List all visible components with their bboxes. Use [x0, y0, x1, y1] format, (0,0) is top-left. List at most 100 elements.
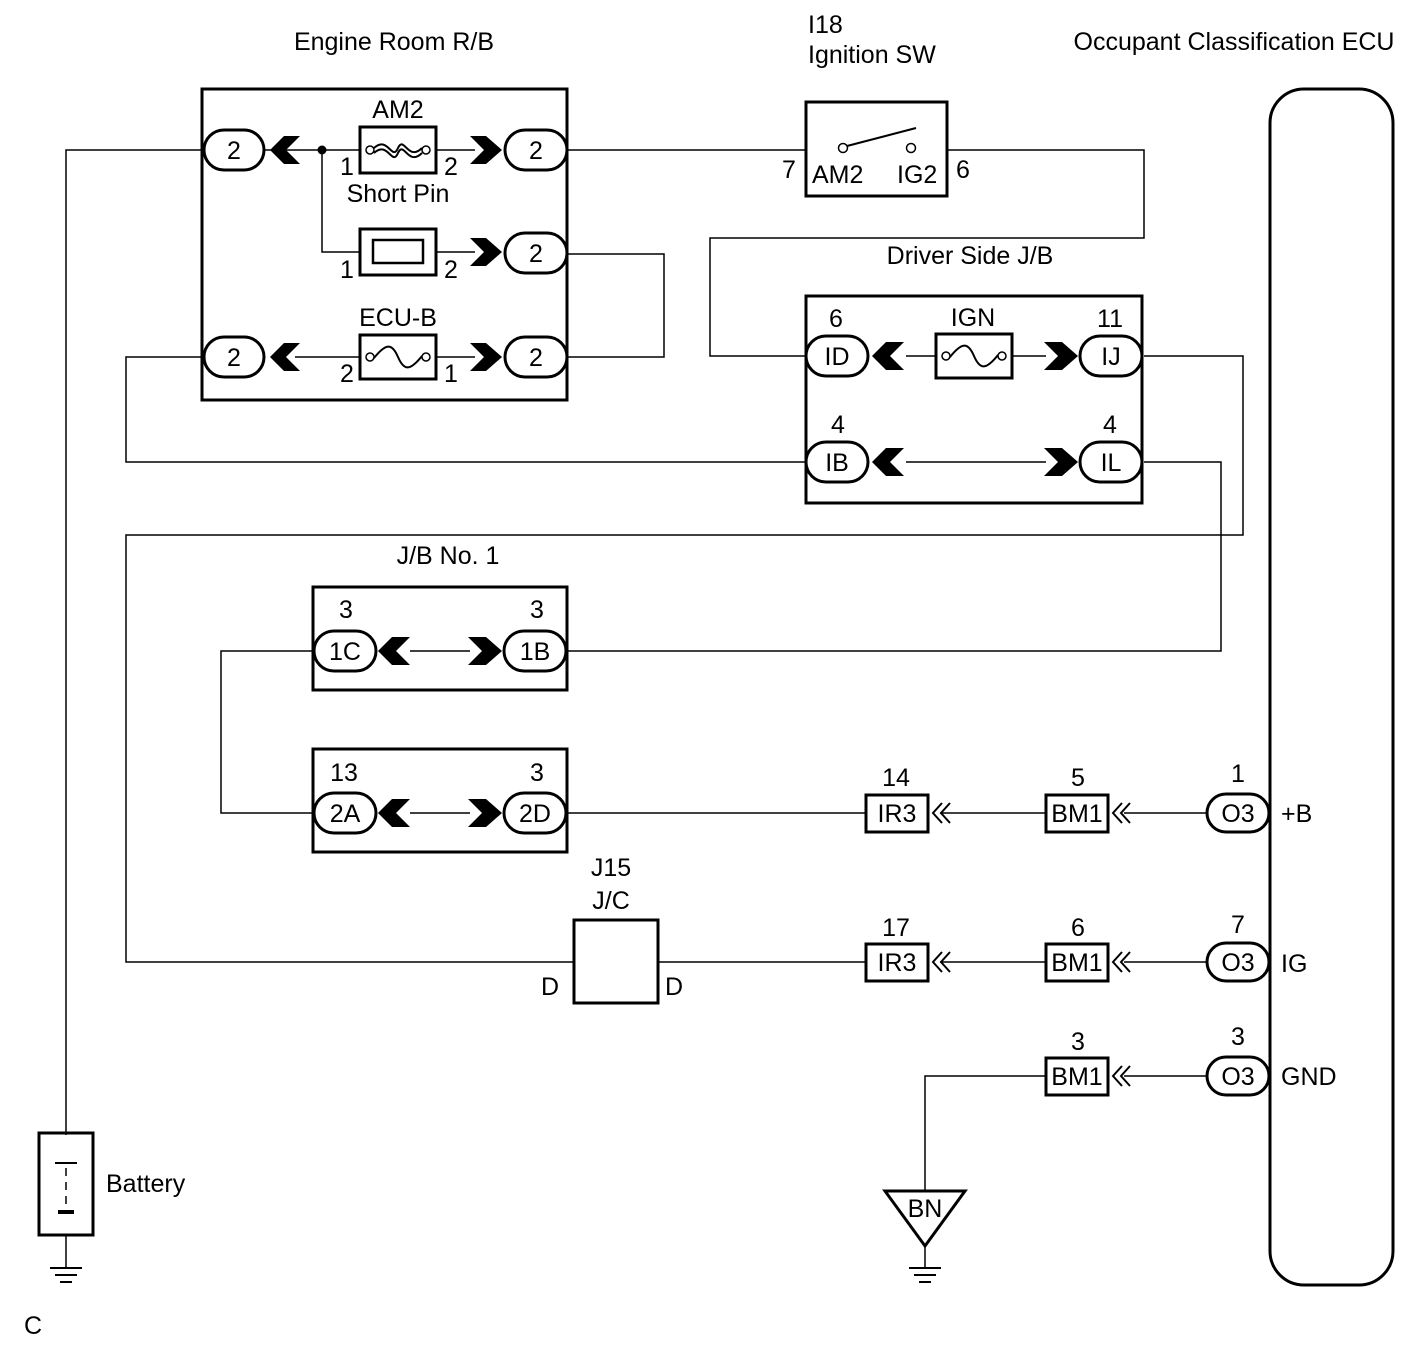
svg-text:1B: 1B — [520, 638, 551, 666]
rb-connector-right-top: 2 — [503, 128, 569, 172]
jc-d-right: D — [665, 973, 683, 1001]
bm1-mid-pin: 6 — [1071, 914, 1085, 942]
battery-icon — [37, 1131, 95, 1237]
jb-no1-lower-box — [311, 747, 569, 854]
bn-label: BN — [908, 1195, 943, 1223]
chevron-connector-icon — [1111, 951, 1131, 973]
ground-point-triangle-icon — [882, 1189, 968, 1249]
ij-pin: 11 — [1097, 305, 1123, 333]
rb-connector-right-bot: 2 — [503, 335, 569, 379]
ign-fuse — [934, 332, 1014, 380]
am2-pin-1: 1 — [340, 153, 354, 181]
connector-ir3-top: IR3 — [864, 793, 930, 834]
i18-code: I18 — [808, 11, 843, 39]
rb-connector-left-top: 2 — [202, 128, 266, 172]
connector-ij: IJ — [1078, 334, 1144, 378]
2a-pin: 13 — [330, 759, 358, 787]
svg-text:BM1: BM1 — [1051, 949, 1102, 977]
svg-text:2: 2 — [227, 344, 241, 372]
bm1-gnd-pin: 3 — [1071, 1028, 1085, 1056]
svg-text:IJ: IJ — [1101, 343, 1120, 371]
1b-pin: 3 — [530, 596, 544, 624]
switch-ig2-label: IG2 — [897, 161, 937, 189]
svg-text:IR3: IR3 — [878, 949, 917, 977]
svg-text:BM1: BM1 — [1051, 800, 1102, 828]
svg-text:2A: 2A — [330, 800, 361, 828]
svg-text:1C: 1C — [329, 638, 361, 666]
connector-bm1-mid: BM1 — [1044, 942, 1110, 983]
connector-2a: 2A — [312, 791, 378, 835]
arrow-right-icon — [1044, 342, 1078, 370]
connector-ir3-mid: IR3 — [864, 942, 930, 983]
ecu-b-pin-1: 1 — [444, 360, 458, 388]
ground-icon — [50, 1267, 82, 1283]
rb-connector-right-mid: 2 — [503, 231, 569, 275]
ecu-b-pin-2: 2 — [340, 360, 354, 388]
ecu-b-pin-number: 1 — [1231, 760, 1245, 788]
engine-room-rb-box — [200, 87, 569, 402]
ecu-ig-pin-number: 7 — [1231, 911, 1245, 939]
arrow-left-icon — [872, 448, 904, 476]
svg-text:2: 2 — [529, 344, 543, 372]
ignition-switch-box — [804, 100, 949, 198]
am2-fuse-label: AM2 — [372, 96, 423, 124]
ir3-mid-pin: 17 — [882, 914, 910, 942]
connector-ib: IB — [804, 440, 870, 484]
arrow-left-icon — [270, 343, 300, 371]
corner-label: C — [24, 1312, 42, 1340]
arrow-left-icon — [270, 136, 300, 164]
ecu-terminal-b: +B — [1281, 800, 1312, 828]
ecu-gnd-pin-number: 3 — [1231, 1023, 1245, 1051]
connector-1c: 1C — [312, 629, 378, 673]
junction-connector-box — [572, 918, 660, 1005]
arrow-right-icon — [470, 136, 502, 164]
1c-pin: 3 — [339, 596, 353, 624]
engine-room-rb-title: Engine Room R/B — [294, 28, 494, 56]
bm1-top-pin: 5 — [1071, 764, 1085, 792]
arrow-left-icon — [872, 342, 904, 370]
battery-label: Battery — [106, 1170, 186, 1198]
connector-bm1-gnd: BM1 — [1044, 1056, 1110, 1097]
connector-il: IL — [1078, 440, 1144, 484]
svg-text:BM1: BM1 — [1051, 1063, 1102, 1091]
chevron-connector-icon — [931, 802, 951, 824]
ecu-b-fuse-label: ECU-B — [359, 304, 437, 332]
svg-text:2D: 2D — [519, 800, 551, 828]
arrow-right-icon — [468, 799, 502, 827]
svg-text:O3: O3 — [1221, 949, 1254, 977]
jc-label: J/C — [592, 887, 630, 915]
short-pin-pin-1: 1 — [340, 256, 354, 284]
ib-pin: 4 — [831, 411, 845, 439]
ecu-b-fuse — [358, 333, 438, 381]
short-pin-fuse — [358, 227, 438, 277]
am2-fuse — [358, 125, 438, 175]
ignition-sw-title: Ignition SW — [808, 41, 936, 69]
short-pin-label: Short Pin — [347, 180, 450, 208]
connector-2d: 2D — [502, 791, 568, 835]
switch-pin-6: 6 — [956, 156, 970, 184]
svg-text:2: 2 — [529, 137, 543, 165]
il-pin: 4 — [1103, 411, 1117, 439]
short-pin-pin-2: 2 — [444, 256, 458, 284]
ecu-terminal-ig: IG — [1281, 950, 1307, 978]
switch-pin-7: 7 — [782, 156, 796, 184]
jc-d-left: D — [541, 973, 559, 1001]
arrow-right-icon — [470, 343, 502, 371]
2d-pin: 3 — [530, 759, 544, 787]
ground-icon — [909, 1267, 941, 1283]
j15-code: J15 — [591, 854, 631, 882]
chevron-connector-icon — [1111, 1065, 1131, 1087]
connector-bm1-top: BM1 — [1044, 793, 1110, 834]
ecu-terminal-gnd: GND — [1281, 1063, 1337, 1091]
arrow-right-icon — [470, 238, 502, 266]
driver-side-jb-title: Driver Side J/B — [887, 242, 1054, 270]
jb-no1-upper-box — [311, 585, 569, 692]
svg-text:O3: O3 — [1221, 800, 1254, 828]
ecu-title: Occupant Classification ECU — [1074, 28, 1395, 56]
jb-no1-title: J/B No. 1 — [397, 542, 500, 570]
ign-fuse-label: IGN — [951, 304, 995, 332]
svg-text:2: 2 — [227, 137, 241, 165]
ecu-connector-b: O3 — [1205, 792, 1271, 834]
id-pin: 6 — [829, 305, 843, 333]
